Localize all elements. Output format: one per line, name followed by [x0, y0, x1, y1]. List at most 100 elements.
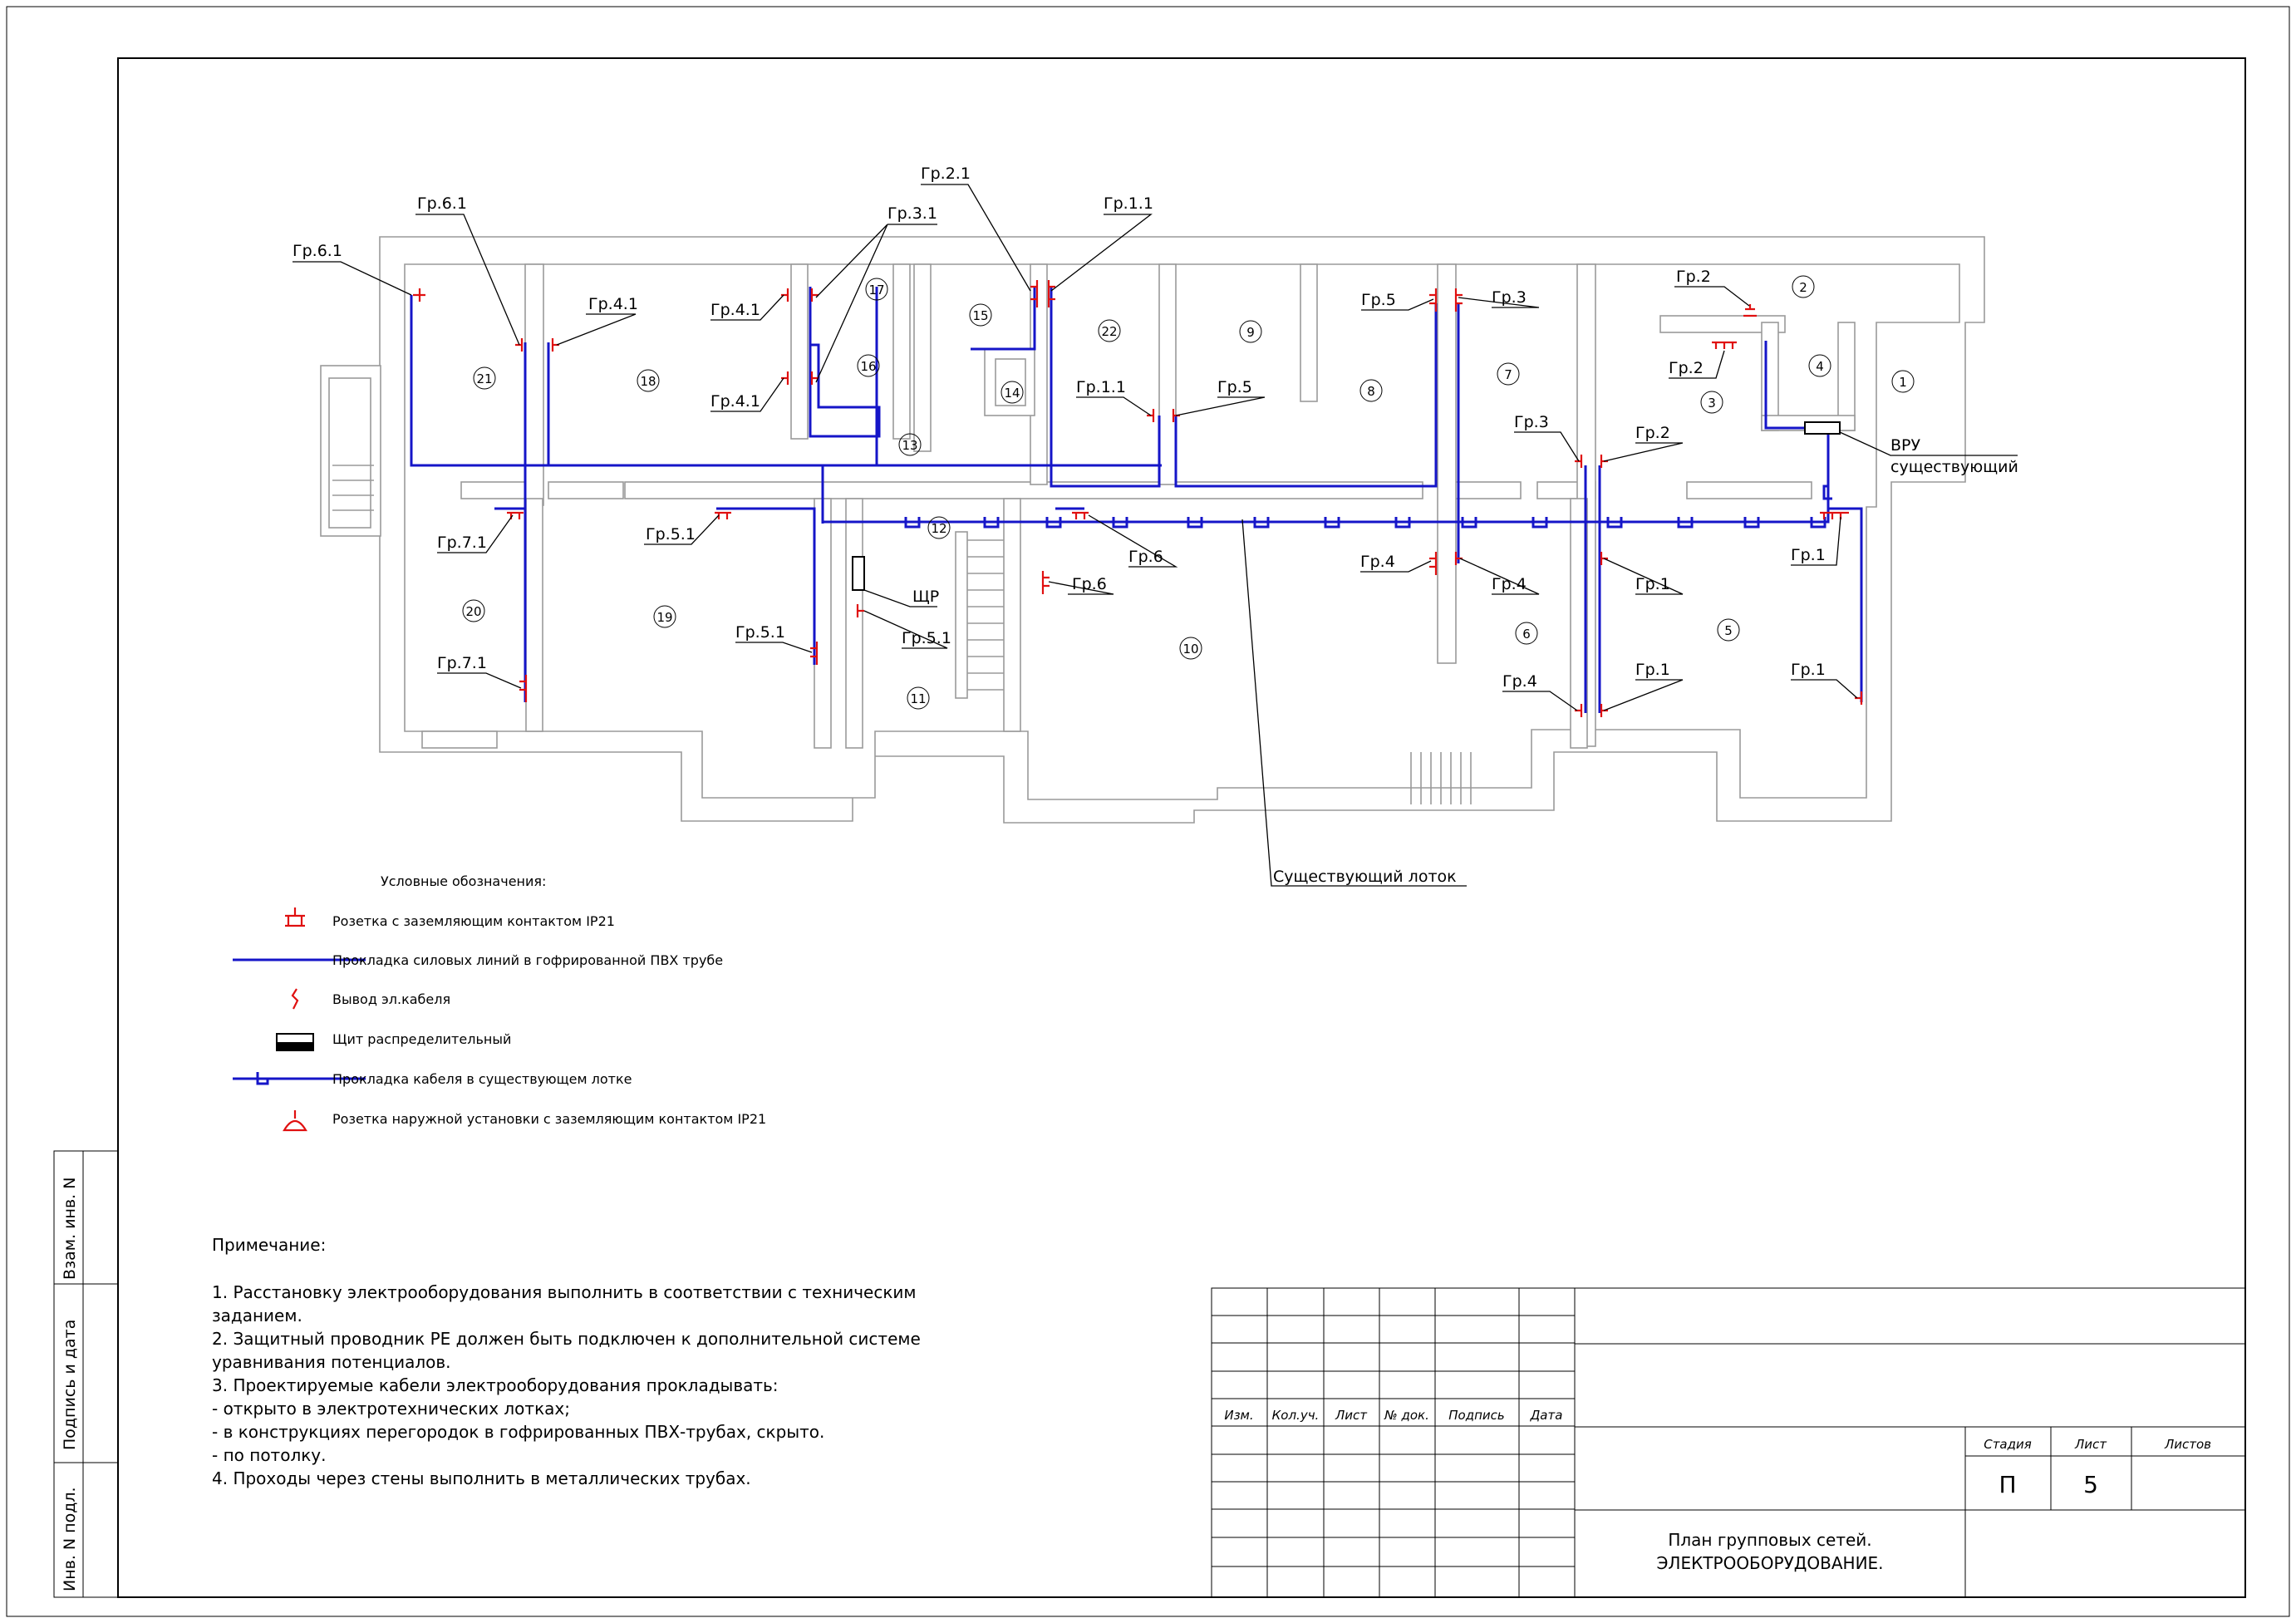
room-marker: 18 [637, 369, 660, 392]
room-marker: 19 [653, 605, 676, 628]
panel-label-vru-sub: существующий [1890, 458, 2018, 476]
stamp-label: Инв. N подл. [61, 1487, 79, 1591]
note-line: 1. Расстановку электрооборудования выпол… [212, 1282, 917, 1302]
tb-stage: П [1999, 1471, 2016, 1498]
socket-icon [1047, 280, 1055, 307]
room-marker: 7 [1497, 362, 1520, 386]
socket-icon [1041, 571, 1050, 594]
room-marker: 10 [1179, 637, 1202, 660]
group-label: Гр.5.1 [735, 623, 785, 642]
room-number: 11 [910, 691, 926, 706]
socket-icon [1855, 691, 1863, 705]
room-number: 14 [1004, 386, 1020, 401]
stamp-label: Подпись и дата [61, 1320, 79, 1450]
room-number: 21 [476, 371, 492, 386]
room-number: 17 [868, 283, 884, 298]
floor-plan-walls [320, 236, 1985, 824]
group-label: Гр.7.1 [437, 654, 487, 672]
socket-icon [1575, 455, 1583, 468]
room-marker: 21 [473, 366, 496, 390]
legend-title: Условные обозначения: [381, 873, 546, 889]
group-label: Гр.1 [1635, 661, 1670, 679]
room-number: 7 [1504, 367, 1512, 382]
group-label: Гр.3.1 [887, 204, 937, 223]
tb-sheets-header: Листов [2164, 1437, 2211, 1452]
group-label: Гр.1.1 [1076, 378, 1126, 396]
notes-title: Примечание: [212, 1235, 326, 1255]
group-label: Гр.4 [1502, 672, 1537, 691]
legend-item: Вывод эл.кабеля [332, 991, 450, 1007]
tb-title-line1: План групповых сетей. [1668, 1530, 1871, 1550]
socket-icon [1712, 341, 1737, 349]
group-label: Гр.4.1 [710, 392, 760, 411]
outer-frame [6, 6, 2290, 1617]
stamp-label: Взам. инв. N [61, 1178, 79, 1280]
room-marker: 16 [857, 354, 880, 377]
side-stamp: Взам. инв. N Подпись и дата Инв. N подл. [53, 1150, 119, 1598]
group-label: Гр.4.1 [710, 301, 760, 319]
group-label: Гр.2 [1635, 424, 1670, 442]
room-marker: 1 [1891, 370, 1915, 393]
group-label: Гр.6 [1128, 548, 1163, 566]
socket-icon [519, 675, 528, 702]
room-marker: 11 [907, 686, 930, 710]
note-line: - по потолку. [212, 1445, 327, 1465]
legend-item: Прокладка кабеля в существующем лотке [332, 1071, 632, 1087]
room-number: 8 [1367, 384, 1375, 399]
inner-frame [117, 57, 2246, 1598]
tb-col-header: Подпись [1448, 1408, 1504, 1423]
tb-sheet: 5 [2083, 1471, 2098, 1498]
tb-stage-header: Стадия [1984, 1437, 2032, 1452]
socket-icon [1454, 288, 1463, 312]
socket-icon [781, 371, 789, 385]
note-line: - в конструкциях перегородок в гофрирова… [212, 1422, 824, 1442]
legend-item: Розетка с заземляющим контактом IP21 [332, 913, 615, 929]
group-label: Гр.4 [1360, 553, 1395, 571]
room-marker: 4 [1808, 354, 1831, 377]
group-label: Гр.1.1 [1104, 194, 1153, 213]
vru-panel [1804, 421, 1841, 435]
socket-icon [715, 511, 731, 519]
room-number: 15 [972, 308, 988, 323]
room-number: 4 [1816, 359, 1824, 374]
socket-icon [1743, 304, 1757, 317]
room-number: 5 [1724, 623, 1733, 638]
socket-icon [1454, 552, 1463, 565]
room-marker: 8 [1359, 379, 1383, 402]
cable-outlet-icon [291, 988, 299, 1010]
group-label: Гр.3 [1514, 413, 1549, 431]
group-label: Гр.5.1 [646, 525, 696, 543]
group-label: Гр.2 [1669, 359, 1704, 377]
group-label: Гр.5.1 [902, 629, 951, 647]
outdoor-socket-icon [283, 1110, 307, 1132]
room-number: 6 [1522, 627, 1531, 642]
note-line: уравнивания потенциалов. [212, 1352, 451, 1372]
socket-icon [1575, 704, 1583, 717]
group-label: Гр.4.1 [588, 295, 638, 313]
room-marker: 6 [1515, 622, 1538, 645]
panel-label-vru: ВРУ [1890, 436, 1920, 455]
group-label: Гр.1 [1791, 661, 1826, 679]
note-line: 4. Проходы через стены выполнить в метал… [212, 1468, 751, 1488]
room-numbers: 1 2 3 4 5 6 7 8 9 10 11 12 13 14 15 16 1… [462, 275, 1915, 710]
group-label: Гр.6.1 [417, 194, 467, 213]
group-label: Гр.2.1 [921, 165, 971, 183]
group-label: Гр.4 [1492, 575, 1527, 593]
room-marker: 9 [1239, 320, 1262, 343]
room-marker: 2 [1792, 275, 1815, 298]
socket-icon [1072, 511, 1089, 519]
panel-label-shr: ЩР [912, 588, 939, 606]
room-marker: 13 [898, 433, 922, 456]
distribution-panel-shr [852, 556, 865, 591]
group-label: Гр.1 [1791, 546, 1826, 564]
socket-icon [810, 288, 819, 302]
group-labels: Гр.6.1 Гр.6.1 Гр.4.1 Гр.4.1 Гр.4.1 Гр.2.… [293, 165, 2018, 887]
tb-col-header: № док. [1384, 1408, 1429, 1423]
room-number: 10 [1182, 642, 1198, 657]
note-line: 3. Проектируемые кабели электрооборудова… [212, 1375, 779, 1395]
tray-label: Существующий лоток [1273, 868, 1457, 886]
room-number: 12 [931, 521, 946, 536]
group-label: Гр.7.1 [437, 534, 487, 552]
socket-icon [810, 642, 819, 665]
socket-icon [285, 907, 305, 927]
